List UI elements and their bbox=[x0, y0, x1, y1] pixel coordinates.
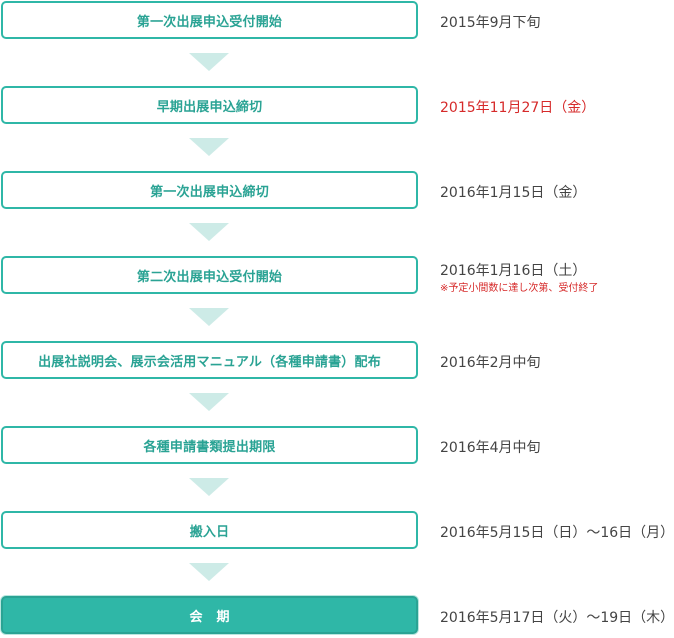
step-box: 各種申請書類提出期限 bbox=[1, 426, 418, 464]
step-date: 2016年5月17日（火）〜19日（木） bbox=[440, 610, 674, 626]
step-label: 会期 bbox=[189, 609, 244, 625]
step-box: 早期出展申込締切 bbox=[1, 86, 418, 124]
timeline-step-3: 第一次出展申込締切 2016年1月15日（金） bbox=[0, 171, 652, 213]
timeline-step-4: 第二次出展申込受付開始 2016年1月16日（土） ※予定小間数に達し次第、受付… bbox=[0, 256, 652, 298]
timeline-step-8: 会期 2016年5月17日（火）〜19日（木） bbox=[0, 596, 674, 638]
down-arrow-icon bbox=[189, 563, 229, 581]
timeline-step-2: 早期出展申込締切 2015年11月27日（金） bbox=[0, 86, 652, 128]
timeline-step-5: 出展社説明会、展示会活用マニュアル（各種申請書）配布 2016年2月中旬 bbox=[0, 341, 652, 383]
step-date: 2016年2月中旬 bbox=[440, 355, 541, 371]
step-label: 早期出展申込締切 bbox=[156, 99, 263, 115]
step-box-highlighted: 会期 bbox=[1, 596, 418, 634]
step-date: 2016年5月15日（日）〜16日（月） bbox=[440, 525, 674, 541]
step-date: 2015年9月下旬 bbox=[440, 15, 541, 31]
step-date: 2016年1月15日（金） bbox=[440, 185, 587, 201]
down-arrow-icon bbox=[189, 138, 229, 156]
step-label: 第一次出展申込締切 bbox=[150, 184, 269, 200]
step-label: 第一次出展申込受付開始 bbox=[136, 14, 283, 30]
step-box: 搬入日 bbox=[1, 511, 418, 549]
timeline-step-1: 第一次出展申込受付開始 2015年9月下旬 bbox=[0, 1, 652, 43]
step-box: 第二次出展申込受付開始 bbox=[1, 256, 418, 294]
step-label: 搬入日 bbox=[189, 524, 230, 540]
step-label: 第二次出展申込受付開始 bbox=[136, 269, 283, 285]
step-date: 2016年1月16日（土） bbox=[440, 263, 587, 279]
step-note: ※予定小間数に達し次第、受付終了 bbox=[440, 283, 599, 294]
down-arrow-icon bbox=[189, 223, 229, 241]
step-date: 2015年11月27日（金） bbox=[440, 100, 596, 116]
step-box: 出展社説明会、展示会活用マニュアル（各種申請書）配布 bbox=[1, 341, 418, 379]
step-date: 2016年4月中旬 bbox=[440, 440, 541, 456]
down-arrow-icon bbox=[189, 478, 229, 496]
down-arrow-icon bbox=[189, 393, 229, 411]
down-arrow-icon bbox=[189, 53, 229, 71]
step-box: 第一次出展申込締切 bbox=[1, 171, 418, 209]
step-label: 各種申請書類提出期限 bbox=[143, 439, 276, 455]
down-arrow-icon bbox=[189, 308, 229, 326]
step-label: 出展社説明会、展示会活用マニュアル（各種申請書）配布 bbox=[38, 354, 381, 370]
timeline-step-6: 各種申請書類提出期限 2016年4月中旬 bbox=[0, 426, 652, 468]
step-box: 第一次出展申込受付開始 bbox=[1, 1, 418, 39]
timeline-step-7: 搬入日 2016年5月15日（日）〜16日（月） bbox=[0, 511, 674, 553]
